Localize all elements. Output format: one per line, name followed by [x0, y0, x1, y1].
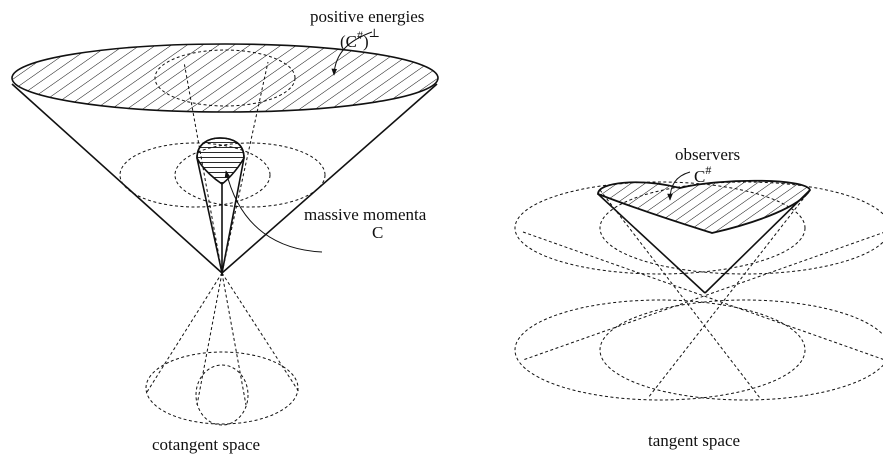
massive-momenta-hatched-cap	[196, 137, 245, 185]
middle-ellipse-right	[174, 142, 326, 208]
massive-momenta-label: massive momenta	[304, 205, 427, 224]
upper-ellipse-left	[514, 181, 806, 275]
massive-momenta-symbol: C	[372, 223, 383, 242]
positive-energies-symbol: (C#)⊥	[340, 26, 380, 51]
tangent-space-figure: observers C# tangent space	[514, 145, 883, 450]
lower-cone-inner-left-line	[196, 272, 223, 406]
observers-symbol: C#	[694, 163, 711, 186]
observers-region	[597, 179, 811, 234]
lower-cone-left-line	[146, 272, 223, 393]
lower-ellipse-right	[599, 299, 883, 401]
tangent-cone-line-2	[522, 232, 883, 361]
lower-cone-inner-right-line	[221, 272, 247, 406]
lower-cone-right-line	[221, 272, 300, 393]
observers-pointer	[667, 171, 691, 201]
cotangent-space-caption: cotangent space	[152, 435, 260, 454]
positive-energies-label: positive energies	[310, 7, 424, 26]
tangent-space-caption: tangent space	[648, 431, 740, 450]
massive-momenta-pointer	[224, 170, 323, 253]
observers-cone-right-line	[704, 189, 811, 294]
middle-ellipse-left	[119, 142, 271, 208]
positive-energies-ellipse	[11, 43, 439, 113]
tangent-cone-line-1	[522, 231, 883, 360]
positive-energies-pointer	[331, 31, 373, 76]
lower-cone-small-ellipse	[195, 364, 249, 426]
inner-cone-right-line	[221, 61, 269, 274]
outer-cone-right-line	[221, 83, 438, 274]
lower-ellipse-left	[514, 299, 806, 401]
lower-cone-ellipse	[145, 351, 299, 425]
outer-cone-left-line	[11, 83, 223, 274]
cotangent-space-figure: positive energies (C#)⊥ massive momenta …	[11, 7, 439, 454]
observers-label: observers	[675, 145, 740, 164]
observers-cone-left-line	[597, 193, 706, 294]
